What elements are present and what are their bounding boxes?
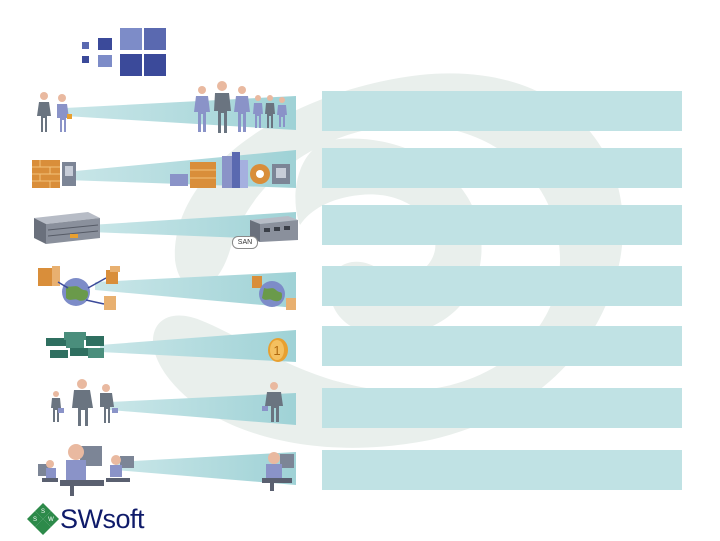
people-group-icon bbox=[37, 92, 72, 132]
logo-text: SWsoft bbox=[60, 504, 145, 534]
workstations-icon bbox=[38, 444, 134, 496]
svg-text:S: S bbox=[33, 517, 37, 523]
coin-icon: 1 bbox=[268, 338, 288, 362]
row-bar-1 bbox=[322, 91, 682, 131]
svg-text:1: 1 bbox=[273, 343, 280, 358]
san-label: SAN bbox=[232, 236, 258, 249]
single-workstation-icon bbox=[262, 452, 294, 491]
money-stack-icon bbox=[46, 332, 104, 358]
svg-text:W: W bbox=[48, 517, 54, 523]
row-bar-6 bbox=[322, 388, 682, 428]
network-globe-icon bbox=[38, 266, 120, 310]
row-bar-5 bbox=[322, 326, 682, 366]
crowd-icon bbox=[194, 81, 287, 133]
row-bar-2 bbox=[322, 148, 682, 188]
row-bar-4 bbox=[322, 266, 682, 306]
svg-text:S: S bbox=[41, 509, 45, 515]
row-bar-3 bbox=[322, 205, 682, 245]
firewall-icon bbox=[32, 160, 76, 188]
single-admin-icon bbox=[262, 382, 283, 422]
admins-icon bbox=[51, 379, 118, 426]
datacenter-icon bbox=[170, 152, 290, 188]
server-icon bbox=[34, 212, 100, 244]
globe-icon bbox=[252, 276, 296, 310]
row-bar-7 bbox=[322, 450, 682, 490]
windows-grid-icon bbox=[82, 28, 166, 76]
